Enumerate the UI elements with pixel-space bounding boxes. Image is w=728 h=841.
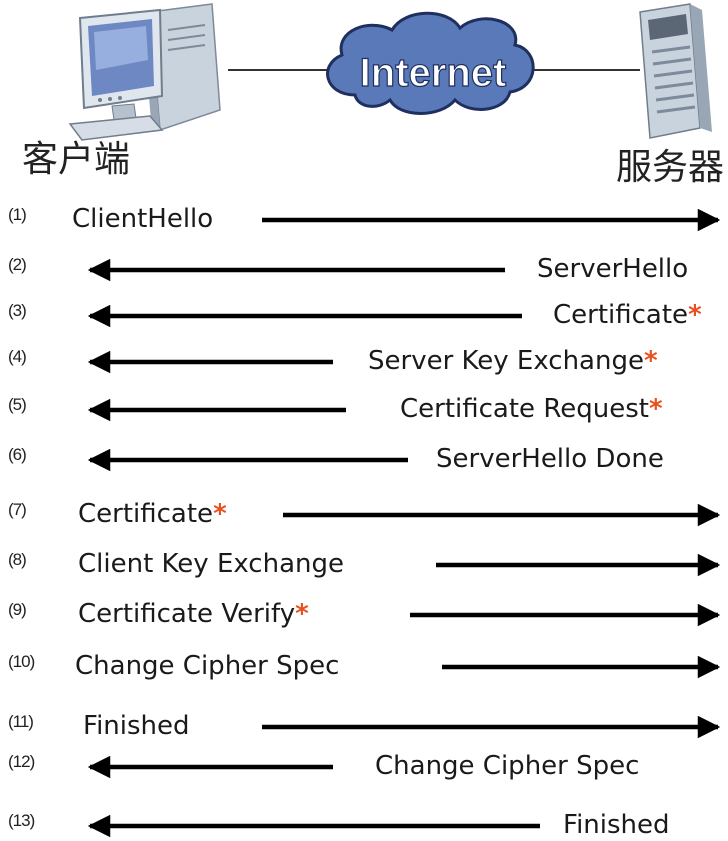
header-illustration: Internet: [68, 3, 712, 141]
internet-cloud-icon: Internet: [326, 11, 535, 115]
optional-marker: *: [688, 300, 702, 330]
client-label: 客户端: [22, 139, 131, 180]
step-label: Certificate*: [78, 499, 227, 529]
server-label: 服务器: [616, 147, 725, 188]
step-label: Finished: [563, 810, 670, 840]
step-label: Certificate*: [553, 300, 702, 330]
step-number: (13): [8, 811, 35, 830]
computer-icon: [68, 3, 221, 141]
step-number: (9): [8, 600, 27, 619]
step-number: (1): [8, 205, 27, 224]
optional-marker: *: [648, 394, 663, 424]
step-label: Client Key Exchange: [78, 549, 344, 579]
step-number: (3): [8, 301, 27, 320]
step-label: Server Key Exchange*: [368, 346, 658, 376]
optional-marker: *: [295, 599, 309, 629]
step-number: (11): [8, 712, 34, 731]
server-icon: [639, 3, 712, 139]
step-label: Finished: [83, 711, 190, 741]
step-label: Change Cipher Spec: [375, 751, 640, 781]
step-number: (7): [8, 500, 27, 519]
step-number: (10): [8, 652, 35, 671]
optional-marker: *: [213, 499, 227, 529]
step-label: ClientHello: [72, 204, 214, 234]
step-number: (8): [8, 550, 27, 569]
step-label: ServerHello Done: [436, 444, 664, 474]
step-number: (5): [8, 395, 27, 414]
step-number: (6): [8, 445, 27, 464]
internet-label: Internet: [360, 51, 507, 95]
step-label: Certificate Request*: [400, 394, 663, 424]
optional-marker: *: [643, 346, 658, 376]
step-label: ServerHello: [537, 254, 689, 284]
step-number: (2): [8, 255, 27, 274]
step-label: Certificate Verify*: [78, 599, 309, 629]
step-number: (12): [8, 752, 35, 771]
step-number: (4): [8, 347, 27, 366]
step-label: Change Cipher Spec: [75, 651, 340, 681]
